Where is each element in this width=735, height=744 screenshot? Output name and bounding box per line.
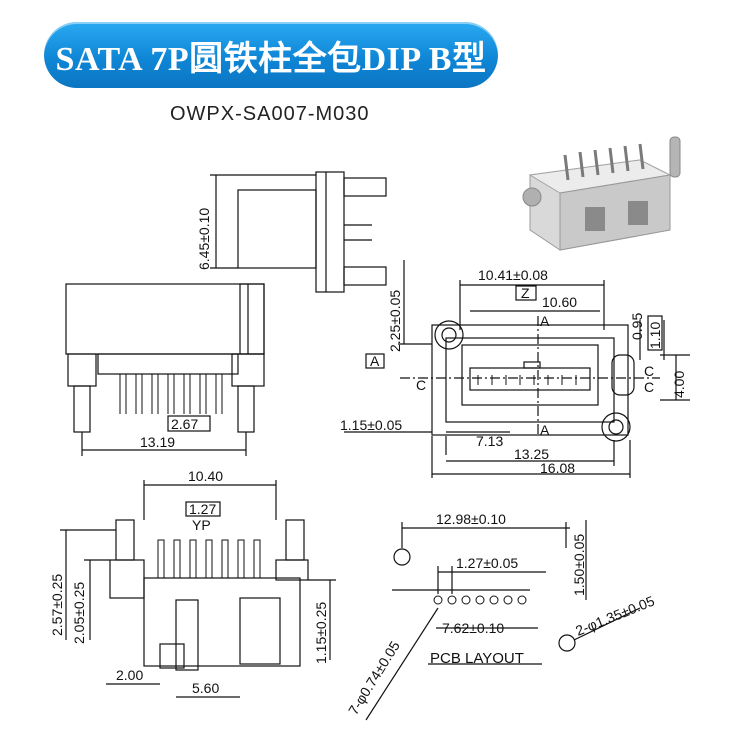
dim-13-19: 13.19 <box>140 434 175 450</box>
product-title: SATA 7P圆铁柱全包DIP B型 <box>55 40 487 78</box>
dim-2-05: 2.05±0.25 <box>71 582 87 644</box>
dim-1-10: 1.10 <box>647 322 663 349</box>
part-number: OWPX-SA007-M030 <box>170 103 370 125</box>
datum-a-left: A <box>370 353 380 369</box>
dim-2-25: 2.25±0.05 <box>387 290 403 352</box>
dim-2-00: 2.00 <box>116 667 143 683</box>
dim-0-95: 0.95 <box>629 313 645 340</box>
dim-10-40: 10.40 <box>188 468 223 484</box>
connector-photo <box>522 136 681 251</box>
dim-10-41: 10.41±0.08 <box>478 267 548 283</box>
dim-1-27-a: 1.27 <box>189 501 216 517</box>
title-banner: SATA 7P圆铁柱全包DIP B型 <box>44 22 498 88</box>
dim-7-hole: 7-φ0.74±0.05 <box>345 638 403 718</box>
dim-1-27-b: 1.27±0.05 <box>456 555 518 571</box>
dim-16-08: 16.08 <box>540 460 575 476</box>
dim-1-15-a: 1.15±0.05 <box>340 417 402 433</box>
dim-7-62: 7.62±0.10 <box>442 620 504 636</box>
dim-2-57: 2.57±0.25 <box>49 574 65 636</box>
datum-a-top: A <box>540 313 550 329</box>
dim-2-67: 2.67 <box>171 416 198 432</box>
dim-12-98: 12.98±0.10 <box>436 511 506 527</box>
datum-c-left: C <box>416 377 426 393</box>
dim-4-00: 4.00 <box>671 371 687 398</box>
datum-c-right-2: C <box>644 379 654 395</box>
datum-yp: YP <box>192 517 211 533</box>
dim-1-50: 1.50±0.05 <box>571 534 587 596</box>
dim-5-60: 5.60 <box>192 680 219 696</box>
dim-13-25: 13.25 <box>514 446 549 462</box>
pcb-layout-label: PCB LAYOUT <box>430 650 524 667</box>
datum-a-bottom: A <box>540 422 550 438</box>
dim-6-45: 6.45±0.10 <box>196 208 212 270</box>
dim-10-60: 10.60 <box>542 294 577 310</box>
dim-7-13: 7.13 <box>476 433 503 449</box>
dim-1-15-b: 1.15±0.25 <box>313 602 329 664</box>
datum-c-right-1: C <box>644 363 654 379</box>
datum-z: Z <box>521 285 530 301</box>
